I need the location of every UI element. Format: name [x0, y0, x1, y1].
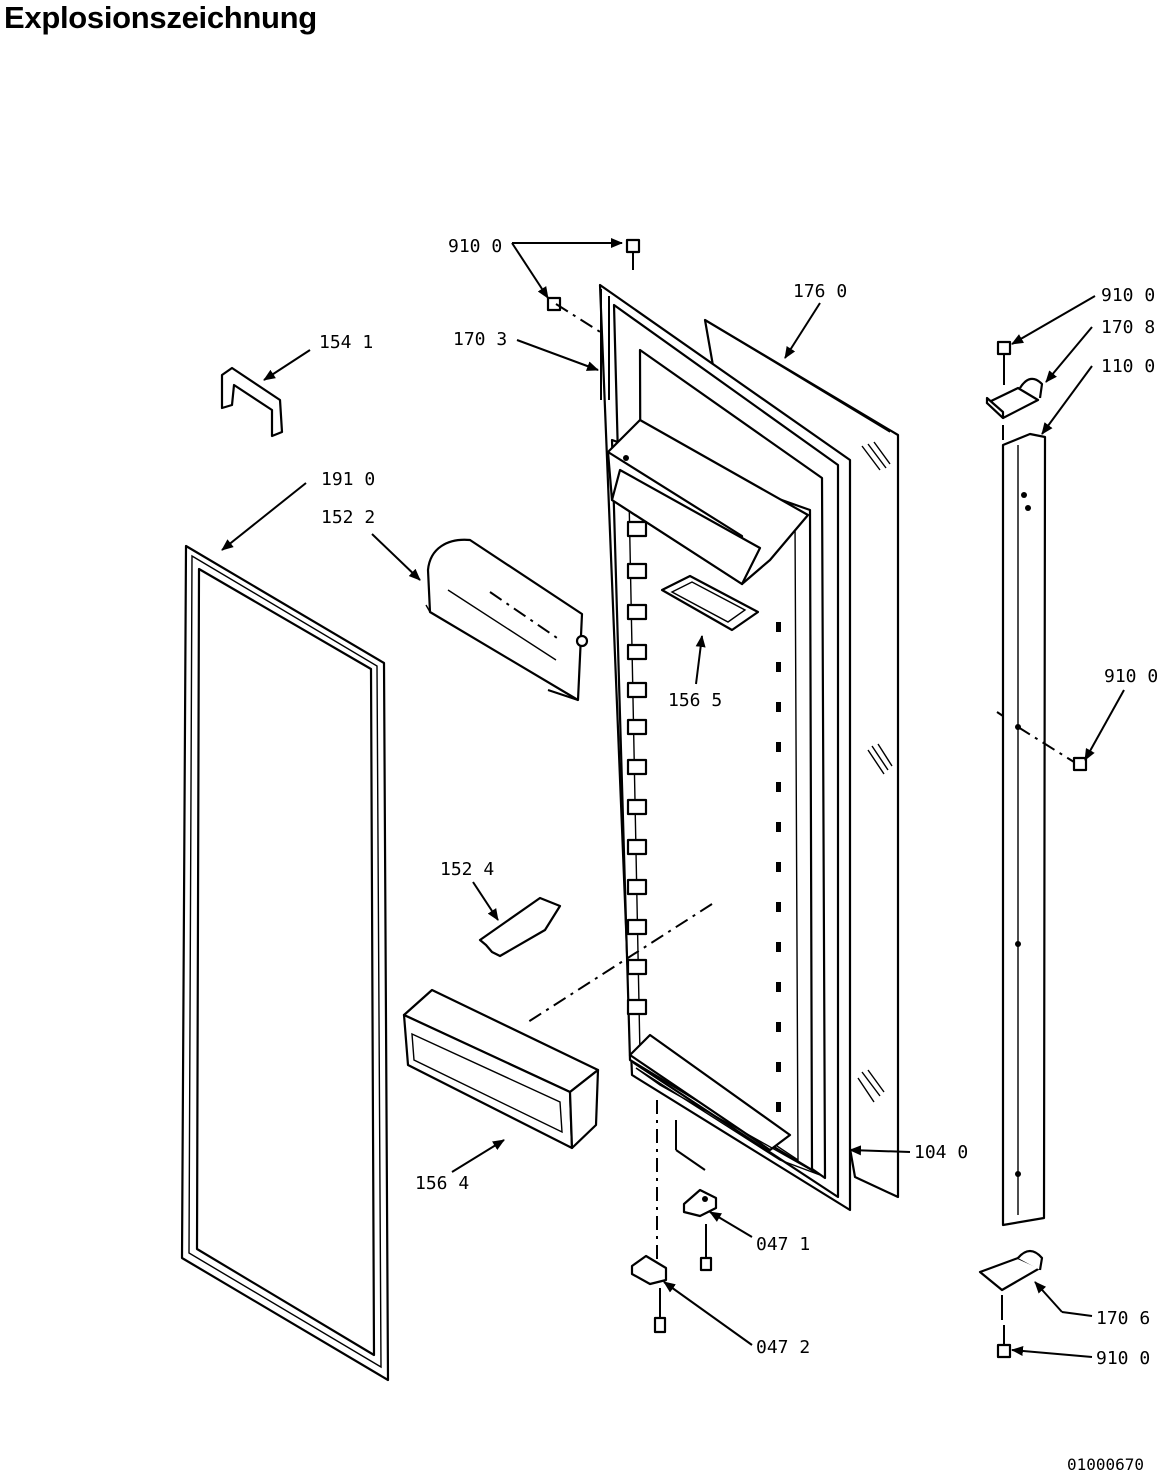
label-104-0: 104 0 — [914, 1142, 968, 1163]
label-110-0: 110 0 — [1101, 356, 1155, 377]
small-container — [660, 574, 760, 632]
label-910-0-right-mid: 910 0 — [1104, 666, 1158, 687]
screw-top-1 — [625, 238, 641, 270]
screw-right-bottom — [996, 1325, 1012, 1359]
lower-bracket-1 — [682, 1188, 718, 1272]
leader-lines — [221, 238, 1125, 1358]
part-labels: 910 0 176 0 910 0 170 8 110 0 154 1 170 … — [319, 236, 1158, 1474]
label-156-5: 156 5 — [668, 690, 722, 711]
screws — [546, 238, 1088, 1359]
label-191-0: 191 0 — [321, 469, 375, 490]
label-910-0-top: 910 0 — [448, 236, 502, 257]
label-170-8: 170 8 — [1101, 317, 1155, 338]
screw-top-2 — [546, 296, 562, 312]
label-910-0-right-top: 910 0 — [1101, 285, 1155, 306]
label-154-1: 154 1 — [319, 332, 373, 353]
assembly-lines — [489, 303, 1075, 1260]
label-170-3: 170 3 — [453, 329, 507, 350]
label-047-1: 047 1 — [756, 1234, 810, 1255]
lower-bracket-2 — [630, 1254, 668, 1334]
door-gasket — [180, 544, 390, 1382]
label-152-2: 152 2 — [321, 507, 375, 528]
screw-right-mid — [1072, 756, 1088, 772]
label-176-0: 176 0 — [793, 281, 847, 302]
door-inner-liner — [598, 283, 852, 1212]
drawing-code: 01000670 — [1067, 1455, 1144, 1474]
door-bin — [402, 988, 600, 1150]
clip-bottom — [478, 896, 562, 958]
page-title: Explosionszeichnung — [4, 0, 317, 35]
label-170-6: 170 6 — [1096, 1308, 1150, 1329]
hinge-cover-strip — [996, 432, 1047, 1227]
label-047-2: 047 2 — [756, 1337, 810, 1358]
label-910-0-right-bottom: 910 0 — [1096, 1348, 1150, 1369]
label-156-4: 156 4 — [415, 1173, 469, 1194]
clip-top — [220, 366, 284, 438]
top-hinge — [985, 377, 1044, 440]
bottom-hinge — [978, 1249, 1044, 1320]
label-152-4: 152 4 — [440, 859, 494, 880]
dairy-lid — [425, 538, 589, 702]
screw-right-top — [996, 340, 1012, 385]
